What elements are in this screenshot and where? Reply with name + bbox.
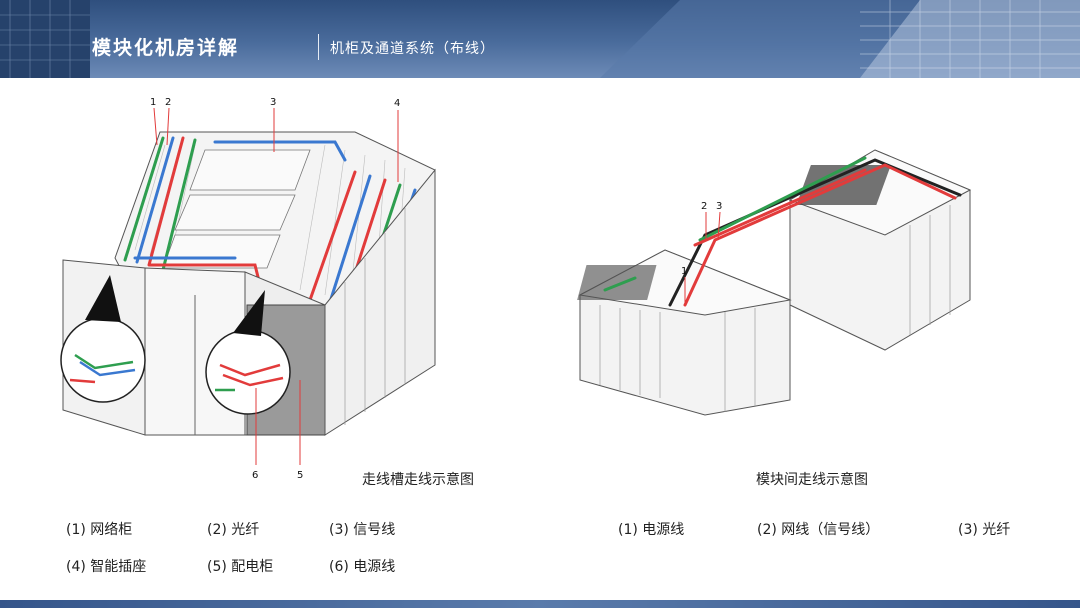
callout-3: 3	[270, 97, 276, 108]
callout-2: 2	[165, 97, 171, 108]
footer-bar	[0, 600, 1080, 608]
legend-power-cable: (6) 电源线	[329, 559, 396, 575]
callout-4: 4	[394, 98, 400, 109]
right-figure-caption: 模块间走线示意图	[756, 472, 868, 488]
legend-smart-socket: (4) 智能插座	[66, 559, 147, 575]
legend-right-network-cable: (2) 网线（信号线）	[757, 522, 880, 538]
title-divider	[318, 34, 319, 60]
legend-signal-cable: (3) 信号线	[329, 522, 396, 538]
left-figure-caption: 走线槽走线示意图	[362, 472, 474, 488]
page-subtitle: 机柜及通道系统（布线）	[330, 41, 495, 57]
callout-6: 6	[252, 470, 258, 481]
callout-right-1: 1	[681, 266, 687, 277]
header-banner: 模块化机房详解 机柜及通道系统（布线）	[0, 0, 1080, 78]
legend-network-cabinet: (1) 网络柜	[66, 522, 133, 538]
callout-right-3: 3	[716, 201, 722, 212]
legend-right-fiber: (3) 光纤	[958, 522, 1011, 538]
callout-right-2: 2	[701, 201, 707, 212]
callout-5: 5	[297, 470, 303, 481]
legend-distribution-cabinet: (5) 配电柜	[207, 559, 274, 575]
cable-tray-wiring-diagram: 1 2 3 4 5 6	[60, 97, 436, 481]
building-left-decoration	[0, 0, 90, 78]
page-title: 模块化机房详解	[92, 37, 240, 59]
legend-fiber: (2) 光纤	[207, 522, 260, 538]
legend-right-power-cable: (1) 电源线	[618, 522, 685, 538]
inter-module-wiring-diagram: 1 2 3	[577, 149, 972, 416]
callout-1: 1	[150, 97, 156, 108]
building-right-decoration	[600, 0, 1080, 78]
